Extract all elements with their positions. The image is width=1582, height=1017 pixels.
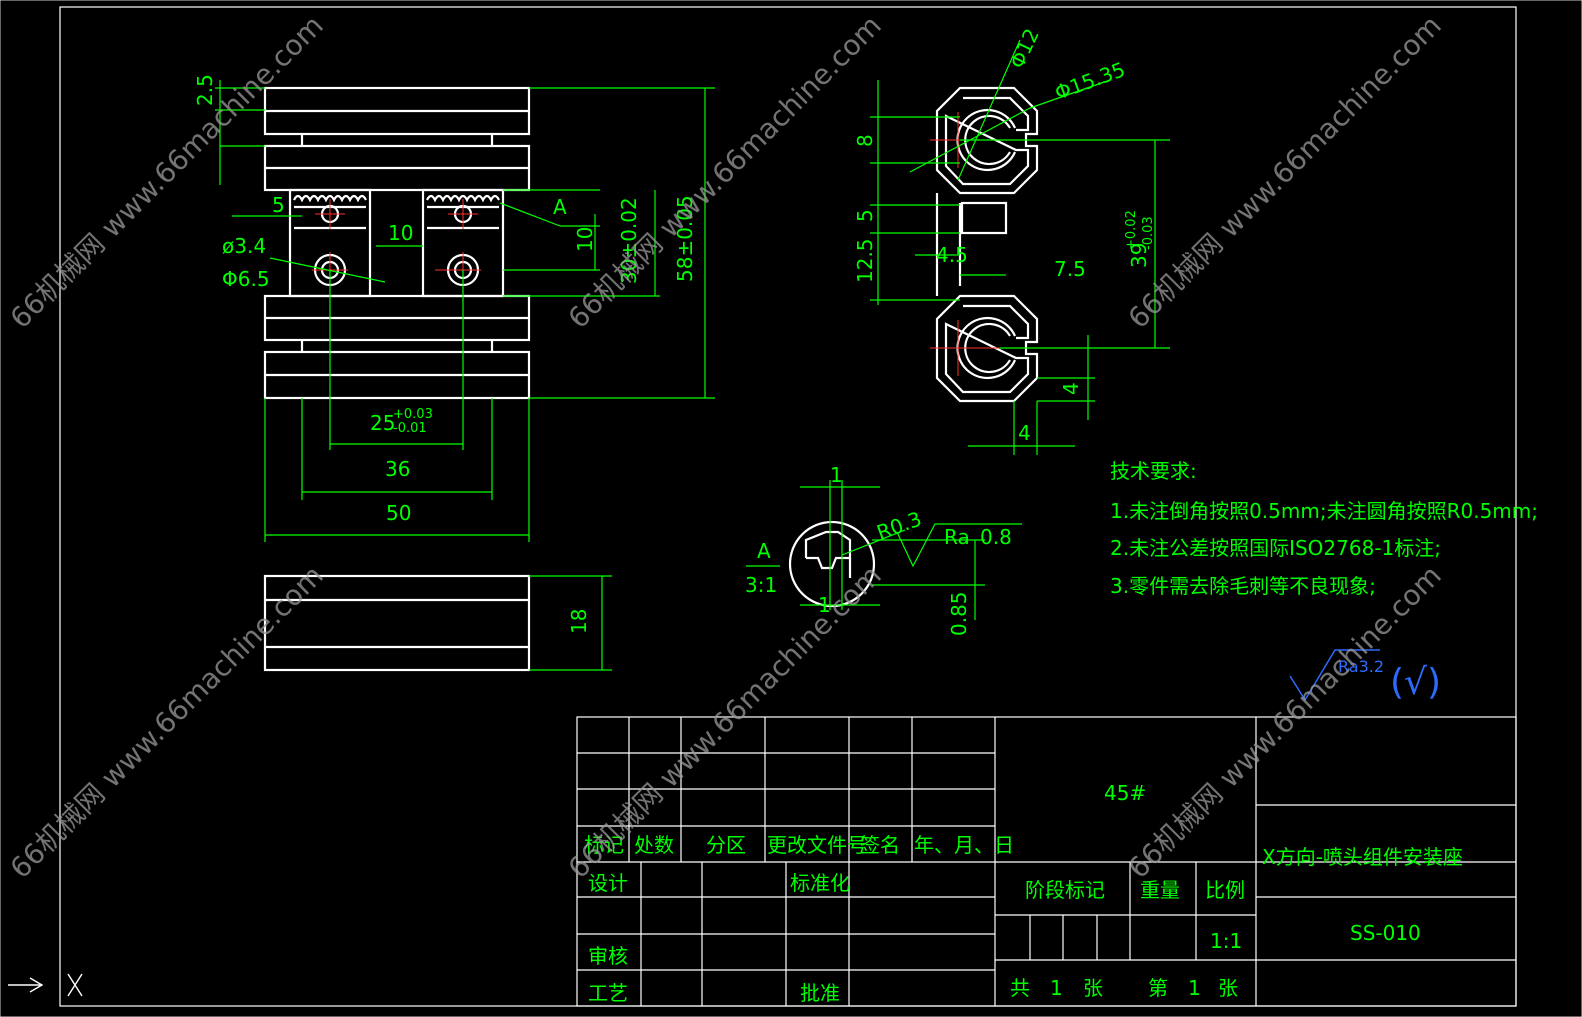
dim-39: 39 — [1127, 243, 1151, 268]
scale-value: 1:1 — [1210, 929, 1242, 953]
watermark-1: 66机械网 www.66machine.com — [4, 9, 330, 335]
drawing-number: SS-010 — [1350, 921, 1421, 945]
dim-39-tol-upper: +0.02 — [1124, 210, 1139, 250]
dim-18: 18 — [567, 609, 591, 634]
label-design: 设计 — [588, 871, 628, 895]
roughness-check-mark: (√) — [1390, 662, 1441, 703]
dim-phi-15-35: Φ15.35 — [1052, 57, 1129, 105]
dim-2-5: 2.5 — [193, 74, 217, 106]
front-view-dimensions — [215, 80, 715, 542]
detail-ref-A: A — [553, 195, 567, 219]
material: 45# — [1104, 781, 1146, 805]
dim-50: 50 — [386, 501, 411, 525]
dim-10-gap: 10 — [388, 221, 413, 245]
dim-25: 25 — [370, 411, 395, 435]
tech-item-1: 1.未注倒角按照0.5mm;未注圆角按照R0.5mm; — [1110, 499, 1538, 523]
label-sheet: 第 — [1148, 976, 1168, 1000]
detail-view-a[interactable]: A 3:1 1 1 R0.3 Ra 0.8 0.85 — [745, 463, 1022, 636]
dim-detail-1-top: 1 — [830, 463, 843, 487]
dim-25-tol-lower: -0.01 — [393, 421, 427, 436]
label-approve: 批准 — [800, 981, 840, 1005]
dim-4-vertical: 4 — [1059, 382, 1083, 395]
dim-hole-diameter-6-5: Φ6.5 — [222, 267, 270, 291]
dim-25-tol-upper: +0.03 — [393, 407, 433, 422]
label-total: 共 — [1010, 976, 1030, 1000]
tech-item-3: 3.零件需去除毛刺等不良现象; — [1110, 574, 1376, 598]
header-mark: 标记 — [584, 833, 624, 857]
technical-requirements: 技术要求: 1.未注倒角按照0.5mm;未注圆角按照R0.5mm; 2.未注公差… — [1110, 459, 1538, 598]
detail-scale: 3:1 — [745, 573, 777, 597]
detail-circle — [788, 520, 876, 608]
dim-hole-diameter-3-4: ø3.4 — [222, 234, 266, 258]
label-standardization: 标准化 — [790, 871, 850, 895]
dim-36: 36 — [385, 457, 410, 481]
dim-detail-1-bottom: 1 — [818, 593, 831, 617]
label-scale: 比例 — [1205, 878, 1245, 902]
label-review: 审核 — [588, 944, 628, 968]
dim-5: 5 — [272, 193, 285, 217]
dim-0-85: 0.85 — [947, 591, 971, 636]
bottom-view[interactable]: 18 — [263, 574, 612, 672]
dim-58: 58±0.05 — [673, 195, 697, 282]
roughness-ra-value: 0.8 — [980, 525, 1012, 549]
general-roughness-symbol: Ra3.2 (√) — [1289, 649, 1441, 703]
dim-phi-12: Φ12 — [1005, 25, 1044, 72]
tech-title: 技术要求: — [1110, 459, 1197, 483]
dim-39-tol-lower: -0.03 — [1141, 216, 1156, 250]
dim-7-5: 7.5 — [1054, 257, 1086, 281]
part-name: X方向-喷头组件安装座 — [1262, 845, 1463, 869]
label-process: 工艺 — [588, 981, 628, 1005]
dim-8: 8 — [853, 134, 877, 147]
watermark-2: 66机械网 www.66machine.com — [562, 9, 888, 335]
dim-5-side: 5 — [853, 209, 877, 222]
detail-label: A — [757, 539, 771, 563]
label-sheet-unit: 张 — [1083, 976, 1103, 1000]
side-view-dimensions — [870, 39, 1170, 455]
total-sheets: 1 — [1050, 976, 1063, 1000]
side-view[interactable]: Φ12 Φ15.35 8 5 12.5 4.5 7.5 39 +0.02 -0.… — [853, 25, 1170, 455]
label-weight: 重量 — [1140, 878, 1180, 902]
header-change-doc: 更改文件号 — [767, 833, 867, 857]
watermark-6: 66机械网 www.66machine.com — [1122, 559, 1448, 885]
front-view[interactable]: 2.5 5 10 10 ø3.4 Φ6.5 30±0.02 58±0.05 25… — [193, 74, 715, 542]
watermark-4: 66机械网 www.66machine.com — [4, 559, 330, 885]
roughness-value: Ra3.2 — [1338, 657, 1384, 676]
watermark-3: 66机械网 www.66machine.com — [1122, 9, 1448, 335]
dim-10-vertical: 10 — [573, 227, 597, 252]
ucs-icon — [8, 973, 83, 997]
bottom-view-outline — [263, 574, 531, 672]
tech-item-2: 2.未注公差按照国际ISO2768-1标注; — [1110, 536, 1441, 560]
title-block-grid — [576, 716, 1517, 1007]
dim-r-0-3: R0.3 — [874, 507, 925, 545]
sheet-number: 1 — [1188, 976, 1201, 1000]
label-sheet-unit-2: 张 — [1218, 976, 1238, 1000]
header-zone: 分区 — [706, 833, 746, 857]
header-count: 处数 — [634, 833, 674, 857]
header-date: 年、月、日 — [914, 833, 1014, 857]
dim-30: 30±0.02 — [617, 197, 641, 284]
header-signature: 签名 — [860, 833, 900, 857]
label-stage-mark: 阶段标记 — [1025, 878, 1105, 902]
title-block[interactable]: 45# X方向-喷头组件安装座 SS-010 标记 处数 分区 更改文件号 签名… — [576, 716, 1517, 1007]
roughness-ra: Ra — [944, 525, 970, 549]
dim-4-5: 4.5 — [936, 243, 968, 267]
dim-4-horizontal: 4 — [1018, 421, 1031, 445]
dim-12-5: 12.5 — [853, 238, 877, 283]
